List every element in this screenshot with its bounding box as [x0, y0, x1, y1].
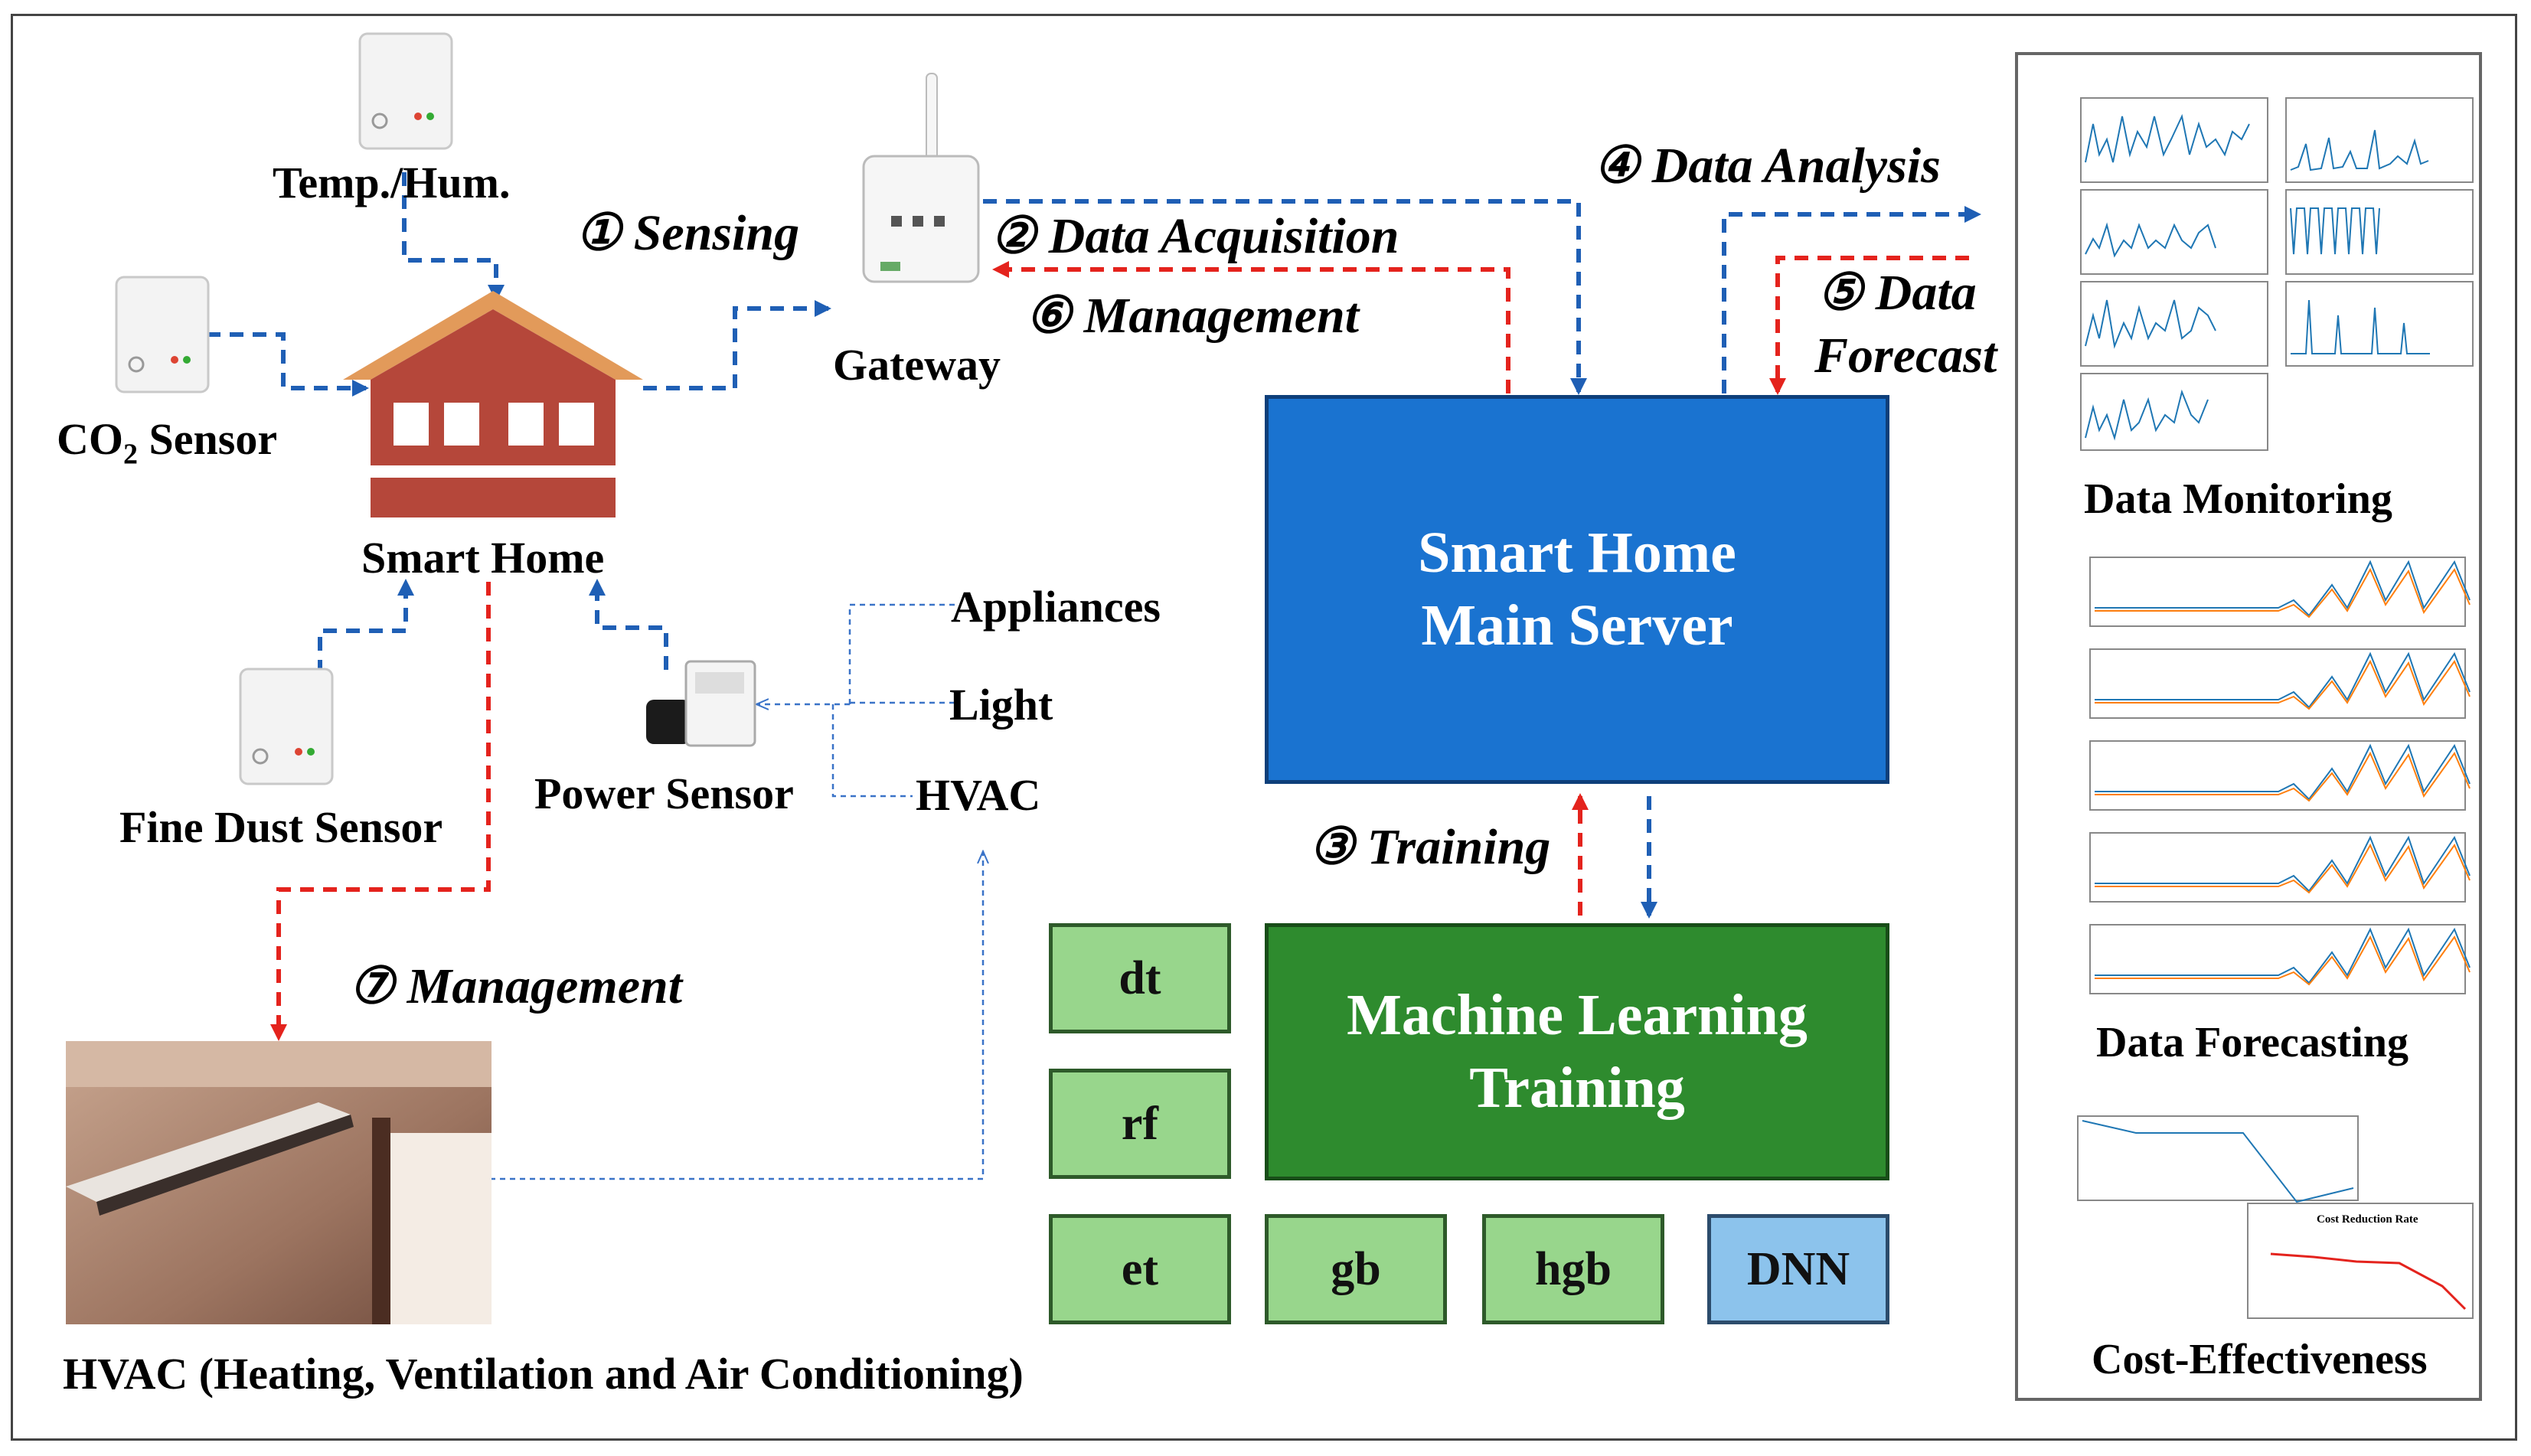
- step-management-7: ⑦ Management: [349, 958, 683, 1014]
- model-dnn-box: DNN: [1707, 1214, 1889, 1324]
- ml-training-line1: Machine Learning: [1347, 983, 1808, 1047]
- co2-sensor-label: CO2 Sensor: [57, 414, 278, 471]
- main-server-line1: Smart Home: [1418, 521, 1736, 585]
- model-hgb-box: hgb: [1482, 1214, 1664, 1324]
- panel-data-monitoring-title: Data Monitoring: [2084, 475, 2392, 523]
- appliances-label: Appliances: [951, 582, 1161, 632]
- hvac-photo: [66, 1041, 492, 1324]
- step-data-acquisition: ② Data Acquisition: [991, 208, 1399, 264]
- main-server-line2: Main Server: [1421, 593, 1733, 658]
- step-sensing: ① Sensing: [576, 205, 800, 261]
- panel-data-forecasting-title: Data Forecasting: [2096, 1019, 2409, 1066]
- smart-home-label: Smart Home: [361, 533, 605, 583]
- model-rf-box: rf: [1049, 1069, 1231, 1179]
- step-data-forecast-line1: ⑤ Data: [1817, 265, 1977, 321]
- hvac-full-label: HVAC (Heating, Ventilation and Air Condi…: [63, 1349, 1024, 1399]
- temp-hum-label: Temp./Hum.: [273, 158, 511, 207]
- ml-training-box: Machine Learning Training: [1265, 923, 1889, 1180]
- main-server-box: Smart Home Main Server: [1265, 395, 1889, 784]
- figure-frame: [11, 14, 2517, 1441]
- model-et-box: et: [1049, 1214, 1231, 1324]
- step-management-6: ⑥ Management: [1026, 288, 1360, 344]
- fine-dust-sensor-label: Fine Dust Sensor: [119, 802, 443, 852]
- ml-training-line2: Training: [1469, 1056, 1685, 1120]
- model-dt-box: dt: [1049, 923, 1231, 1033]
- step-data-forecast-line2: Forecast: [1814, 328, 1997, 384]
- fine-dust-sensor-icon: [239, 668, 334, 785]
- step-data-analysis: ④ Data Analysis: [1594, 138, 1941, 194]
- hvac-short-label: HVAC: [916, 770, 1041, 820]
- model-gb-box: gb: [1265, 1214, 1447, 1324]
- power-sensor-label: Power Sensor: [534, 769, 794, 818]
- panel-cost-effectiveness-title: Cost-Effectiveness: [2092, 1336, 2428, 1383]
- results-panel: Data Monitoring Data Forecasting Cost Re…: [2015, 52, 2482, 1401]
- results-thumbnails: [2077, 97, 2474, 1319]
- light-label: Light: [949, 680, 1053, 730]
- power-sensor-icon: [646, 660, 756, 747]
- cost-reduction-chart-title: Cost Reduction Rate: [2317, 1213, 2418, 1226]
- smart-home-house-icon: [343, 291, 643, 517]
- gateway-label: Gateway: [833, 340, 1001, 390]
- gateway-icon: [862, 73, 980, 283]
- step-training: ③ Training: [1309, 819, 1551, 875]
- co2-sensor-icon: [115, 276, 210, 393]
- temp-hum-sensor-icon: [358, 32, 453, 150]
